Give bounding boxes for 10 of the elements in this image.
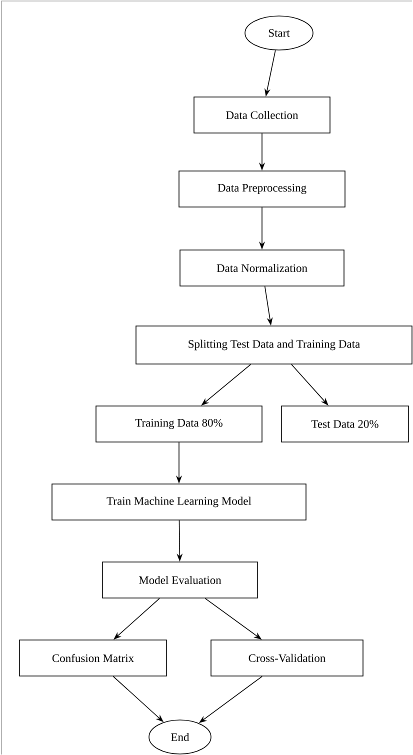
process-box: Test Data 20% (281, 406, 409, 442)
process-box: Train Machine Learning Model (52, 484, 306, 520)
process-box: Cross-Validation (210, 640, 364, 676)
process-box: Splitting Test Data and Training Data (136, 326, 412, 364)
process-box: Data Normalization (180, 250, 344, 286)
process-box: Confusion Matrix (19, 640, 167, 676)
process-box: Data Preprocessing (178, 170, 346, 208)
process-box: Model Evaluation (102, 562, 258, 598)
process-box: Data Collection (194, 96, 330, 134)
process-box: Training Data 80% (96, 406, 262, 442)
